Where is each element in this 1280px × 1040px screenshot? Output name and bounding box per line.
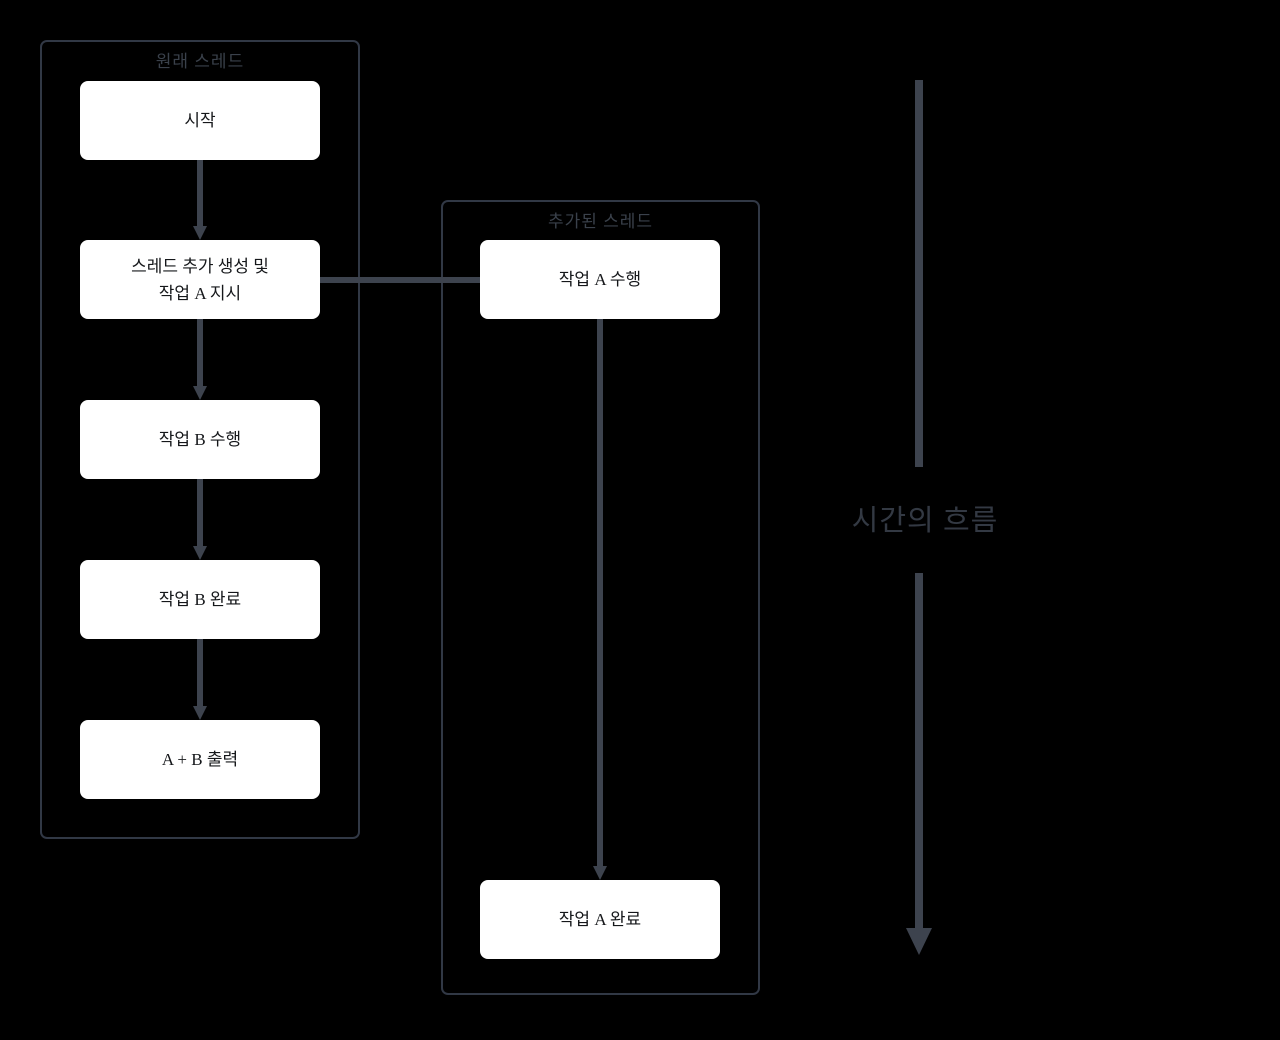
added-thread-frame <box>441 200 760 995</box>
arrow-create-to-taskb-shaft <box>197 319 203 386</box>
arrow-taskb-to-done-head <box>193 546 207 560</box>
node-create-thread: 스레드 추가 생성 및 작업 A 지시 <box>80 240 320 319</box>
original-thread-title: 원래 스레드 <box>155 52 245 71</box>
node-task-a-done: 작업 A 완료 <box>480 880 720 959</box>
arrow-taska-run-to-done-head <box>593 866 607 880</box>
node-task-b-done: 작업 B 완료 <box>80 560 320 639</box>
arrow-taskb-to-done-shaft <box>197 479 203 546</box>
added-thread-title: 추가된 스레드 <box>547 212 654 231</box>
arrow-done-to-output-head <box>193 706 207 720</box>
node-task-a-run: 작업 A 수행 <box>480 240 720 319</box>
node-create-thread-line2: 작업 A 지시 <box>158 283 242 303</box>
timeline-lower-shaft <box>915 573 923 928</box>
node-task-b-run: 작업 B 수행 <box>80 400 320 479</box>
original-thread-frame <box>40 40 360 839</box>
arrow-create-to-taskb-head <box>193 386 207 400</box>
arrow-start-to-create-head <box>193 226 207 240</box>
node-start: 시작 <box>80 81 320 160</box>
node-output-ab: A + B 출력 <box>80 720 320 799</box>
timeline-label: 시간의 흐름 <box>851 505 999 537</box>
node-create-thread-line1: 스레드 추가 생성 및 <box>131 256 269 276</box>
timeline-arrow-head <box>906 928 932 955</box>
timeline-upper-shaft <box>915 80 923 467</box>
arrow-done-to-output-shaft <box>197 639 203 706</box>
connector-create-to-taska <box>320 277 480 283</box>
arrow-start-to-create-shaft <box>197 160 203 226</box>
arrow-taska-run-to-done-shaft <box>597 319 603 866</box>
